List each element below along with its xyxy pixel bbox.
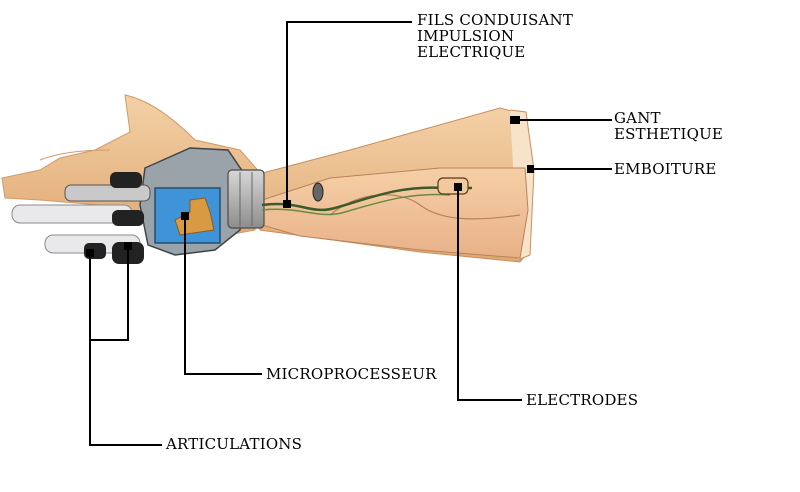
label-microprocesseur: MICROPROCESSEUR — [266, 365, 437, 383]
mechanical-palm — [139, 147, 265, 256]
leader-articulations — [89, 253, 162, 446]
label-electrodes: ELECTRODES — [526, 391, 639, 409]
electrode — [437, 177, 469, 195]
leader-lines — [89, 21, 612, 446]
label-fils-line1: FILS CONDUISANT — [417, 11, 574, 29]
nerve-wires — [261, 182, 472, 216]
label-emboiture: EMBOITURE — [614, 160, 717, 178]
label-fils-conduisant: FILS CONDUISANT IMPULSION ELECTRIQUE — [417, 12, 573, 60]
leader-articulations-2 — [90, 246, 129, 341]
label-gant-line2: ESTHETIQUE — [614, 125, 724, 143]
leader-markers — [86, 116, 534, 257]
label-articulations: ARTICULATIONS — [166, 435, 303, 453]
label-gant-esthetique: GANT ESTHETIQUE — [614, 110, 723, 142]
leader-microprocesseur — [184, 216, 262, 375]
leader-fils — [286, 21, 412, 205]
label-gant-line1: GANT — [614, 109, 661, 127]
leader-electrodes — [457, 187, 522, 401]
label-fils-line3: ELECTRIQUE — [417, 43, 526, 61]
label-fils-line2: IMPULSION — [417, 27, 515, 45]
